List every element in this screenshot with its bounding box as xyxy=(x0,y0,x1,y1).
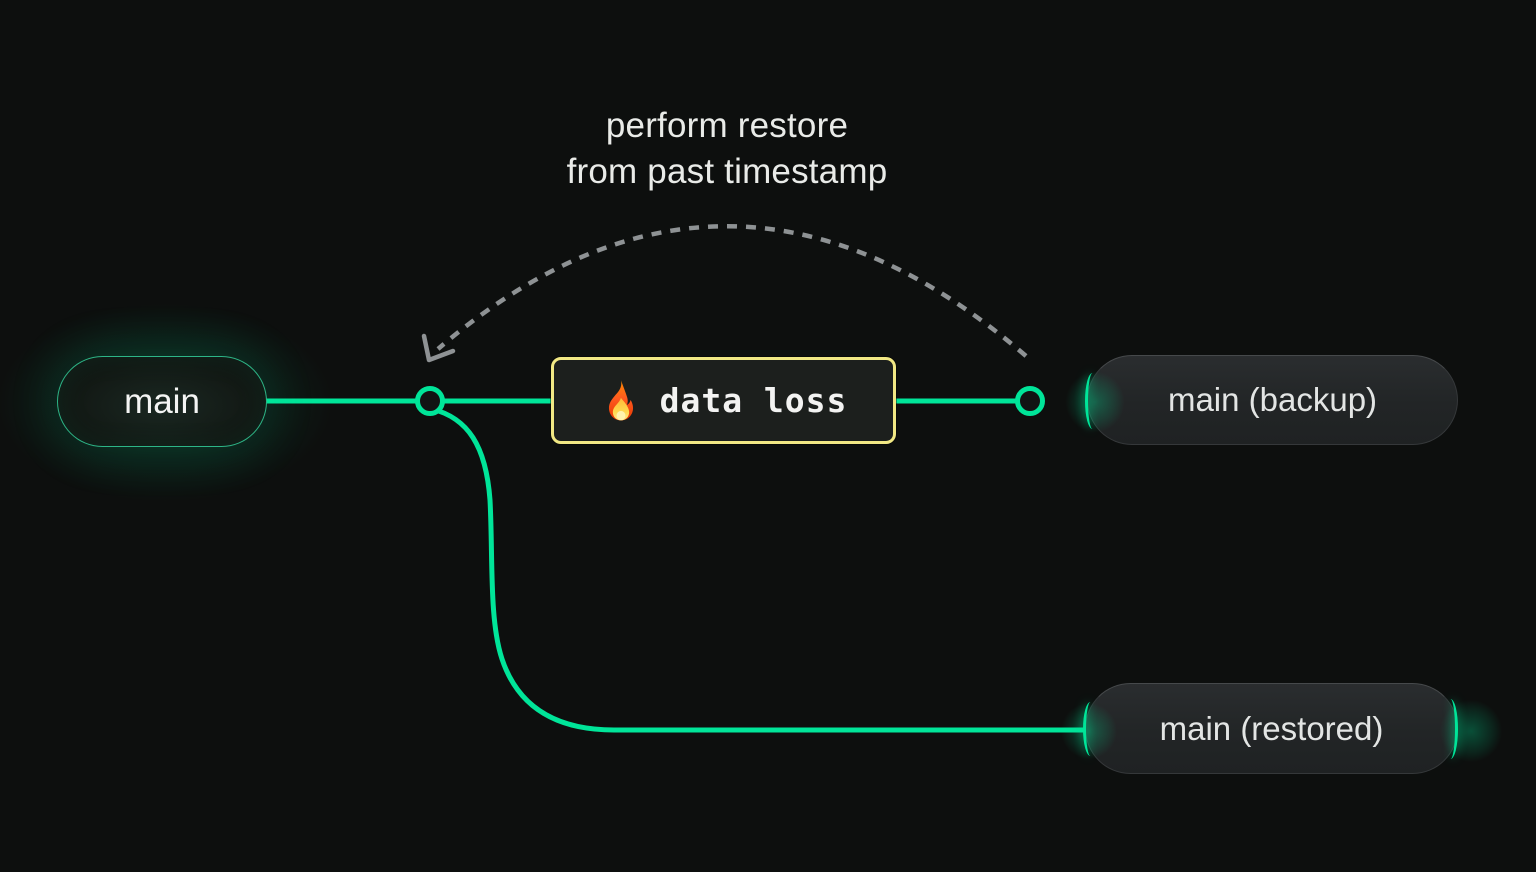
restored-branch-curve xyxy=(431,406,1086,733)
branch-pill-backup-label: main (backup) xyxy=(1167,381,1378,418)
branch-node-left xyxy=(415,386,445,416)
branch-pill-backup: main (backup) xyxy=(1087,355,1458,445)
restored-left-edge-glint xyxy=(1083,702,1098,756)
branch-pill-main-label: main xyxy=(124,381,200,421)
branch-pill-main: main xyxy=(57,356,267,447)
restore-arc xyxy=(436,224,1028,358)
restore-annotation-line2: from past timestamp xyxy=(566,152,888,191)
restored-right-edge-glint xyxy=(1443,699,1458,759)
branch-node-right xyxy=(1015,386,1045,416)
restore-annotation: perform restore from past timestamp xyxy=(452,103,1002,195)
fire-icon xyxy=(608,379,633,420)
data-loss-label: data loss xyxy=(659,381,848,420)
restore-annotation-line1: perform restore xyxy=(605,106,849,145)
branch-pill-restored: main (restored) xyxy=(1085,683,1458,774)
backup-left-edge-glint xyxy=(1085,373,1100,429)
data-loss-callout: data loss xyxy=(551,357,896,444)
branch-pill-restored-label: main (restored) xyxy=(1159,709,1384,747)
restore-arrowhead-icon xyxy=(421,333,456,363)
